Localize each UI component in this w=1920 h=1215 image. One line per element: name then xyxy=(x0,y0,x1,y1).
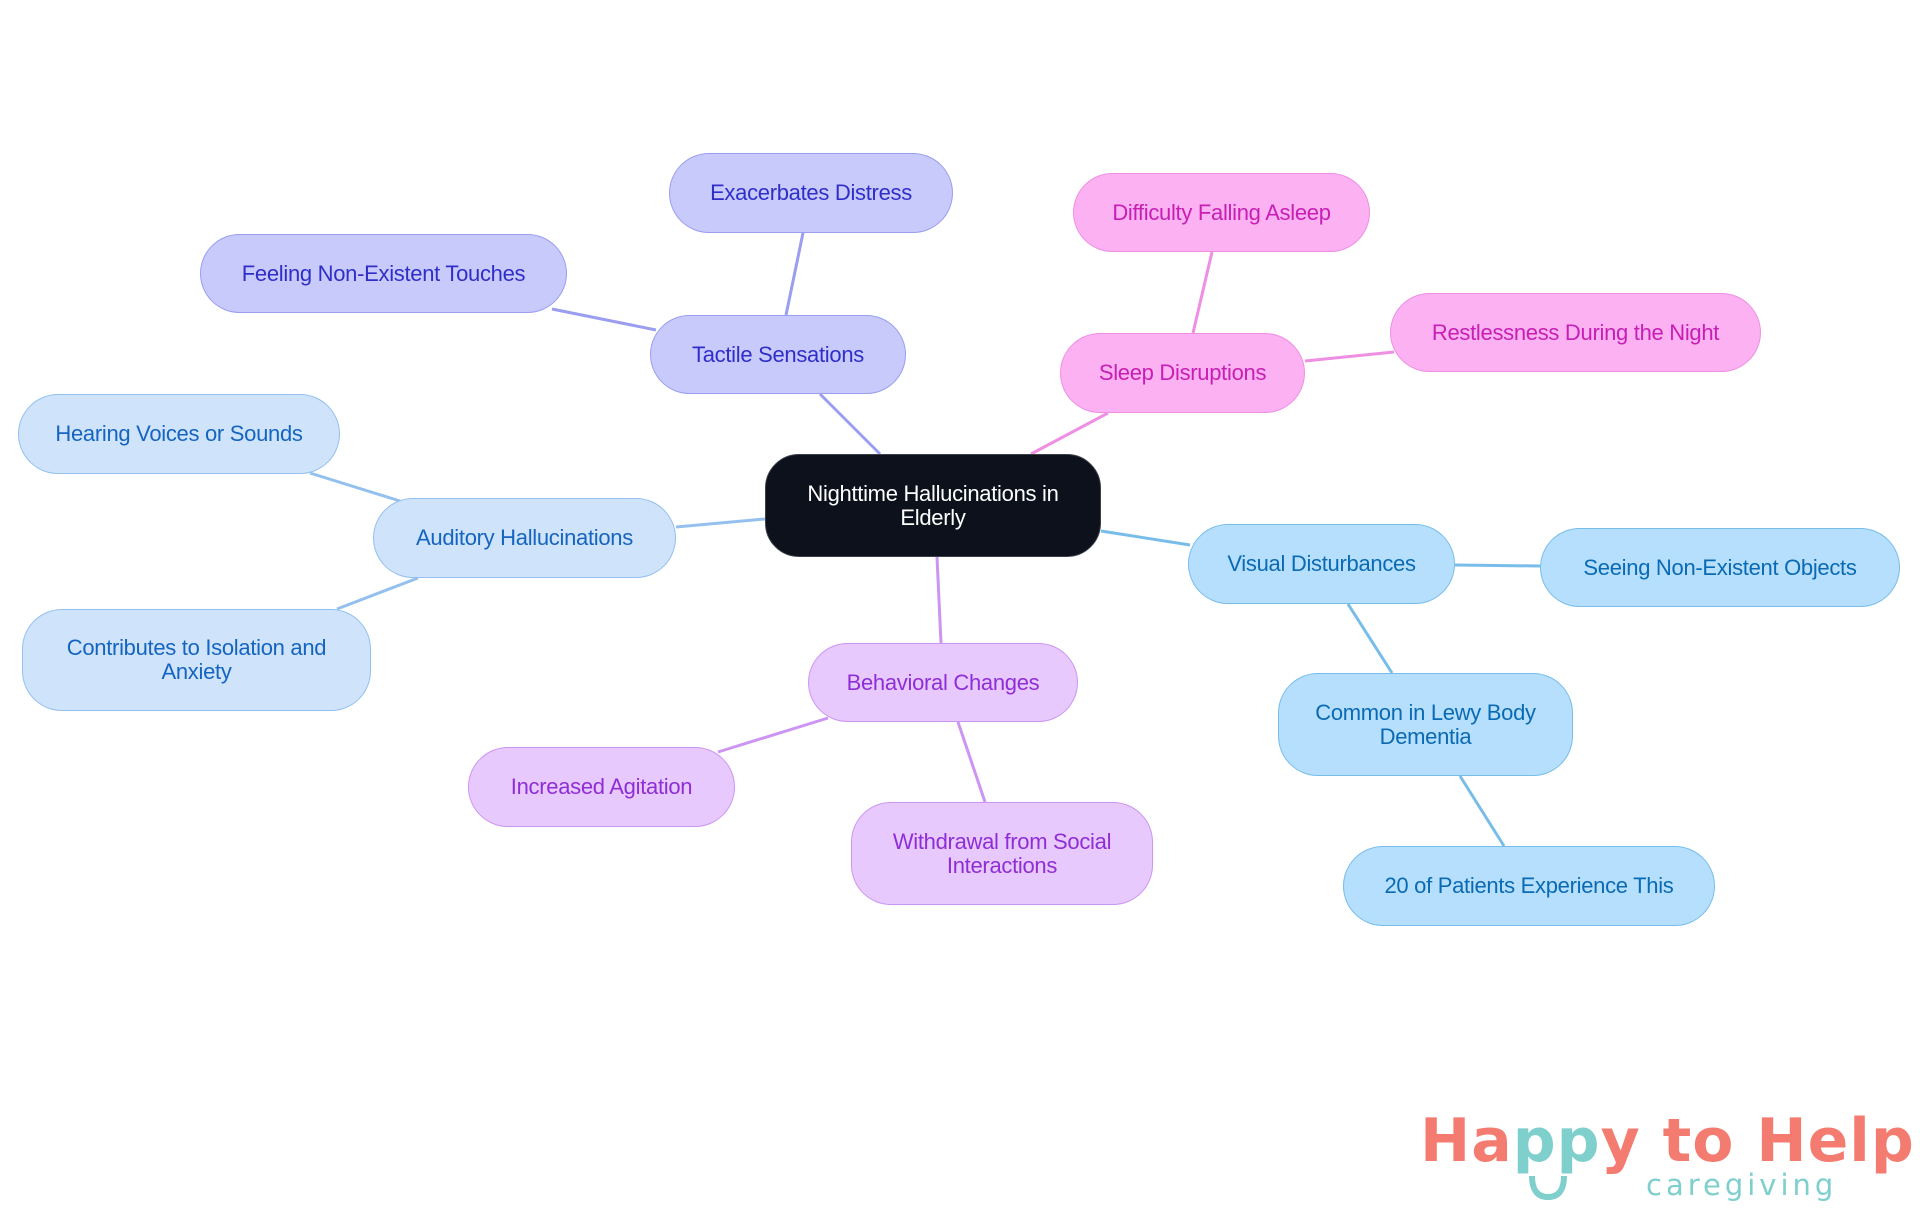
logo-tagline: caregiving xyxy=(1646,1168,1838,1202)
node-behavioral-changes[interactable]: Behavioral Changes xyxy=(808,643,1078,722)
logo-text-y-to-help: y to Help xyxy=(1600,1106,1915,1176)
node-label: Restlessness During the Night xyxy=(1431,319,1720,345)
edge-root-visual xyxy=(1100,529,1191,547)
edge-tactile-exacerbates xyxy=(784,232,805,316)
edge-sleep-difficulty xyxy=(1191,251,1214,334)
node-exacerbates-distress[interactable]: Exacerbates Distress xyxy=(669,153,953,233)
node-restlessness-during-night[interactable]: Restlessness During the Night xyxy=(1390,293,1761,372)
root-label-line2: Elderly xyxy=(900,504,966,530)
logo-text-pp: pp xyxy=(1512,1106,1601,1176)
edge-behavioral-agitation xyxy=(717,716,829,754)
edge-root-behavioral xyxy=(935,556,943,644)
root-node[interactable]: Nighttime Hallucinations in Elderly xyxy=(765,454,1101,557)
node-contributes-isolation-anxiety[interactable]: Contributes to Isolation and Anxiety xyxy=(22,609,371,711)
happy-to-help-logo: Happy to Help caregiving xyxy=(1420,1108,1914,1208)
edge-root-auditory xyxy=(675,517,766,529)
node-label: Exacerbates Distress xyxy=(710,180,912,205)
node-sleep-disruptions[interactable]: Sleep Disruptions xyxy=(1060,333,1305,413)
node-label-line2: Interactions xyxy=(946,852,1058,878)
node-label: Behavioral Changes xyxy=(846,669,1040,695)
node-label: Difficulty Falling Asleep xyxy=(1112,199,1331,225)
edge-root-tactile xyxy=(818,392,882,456)
node-label: Auditory Hallucinations xyxy=(416,525,633,550)
node-label: Visual Disturbances xyxy=(1227,551,1416,576)
node-label-line1: Common in Lewy Body xyxy=(1315,699,1536,725)
smile-icon xyxy=(1529,1175,1567,1200)
node-label: Sleep Disruptions xyxy=(1098,360,1267,385)
edge-auditory-hearing xyxy=(309,471,401,503)
node-hearing-voices[interactable]: Hearing Voices or Sounds xyxy=(18,394,340,474)
node-increased-agitation[interactable]: Increased Agitation xyxy=(468,747,735,827)
node-withdrawal-social[interactable]: Withdrawal from Social Interactions xyxy=(851,802,1153,905)
node-label: 20 of Patients Experience This xyxy=(1384,873,1674,898)
node-label-line1: Contributes to Isolation and xyxy=(66,635,327,660)
node-label: Hearing Voices or Sounds xyxy=(55,421,303,446)
node-twenty-percent-patients[interactable]: 20 of Patients Experience This xyxy=(1343,846,1715,926)
logo-wordmark: Happy to Help xyxy=(1420,1108,1915,1174)
node-label-line2: Anxiety xyxy=(161,659,232,684)
edge-common-twenty xyxy=(1458,775,1506,847)
logo-text-ha: Ha xyxy=(1420,1106,1513,1176)
edge-behavioral-withdrawal xyxy=(956,721,987,803)
edge-sleep-restlessness xyxy=(1304,350,1395,363)
node-label-line1: Withdrawal from Social xyxy=(892,828,1112,854)
node-seeing-non-existent-objects[interactable]: Seeing Non-Existent Objects xyxy=(1540,528,1900,607)
node-tactile-sensations[interactable]: Tactile Sensations xyxy=(650,315,906,394)
edge-root-sleep xyxy=(1030,411,1109,456)
node-label: Tactile Sensations xyxy=(692,341,864,367)
node-auditory-hallucinations[interactable]: Auditory Hallucinations xyxy=(373,498,676,578)
node-difficulty-falling-asleep[interactable]: Difficulty Falling Asleep xyxy=(1073,173,1370,252)
node-feeling-non-existent-touches[interactable]: Feeling Non-Existent Touches xyxy=(200,234,567,313)
node-common-lewy-body[interactable]: Common in Lewy Body Dementia xyxy=(1278,673,1573,776)
node-label-line2: Dementia xyxy=(1379,723,1472,749)
node-label: Feeling Non-Existent Touches xyxy=(241,260,526,286)
edge-auditory-contributes xyxy=(336,576,419,611)
edge-tactile-feeling xyxy=(551,307,657,332)
node-visual-disturbances[interactable]: Visual Disturbances xyxy=(1188,524,1455,604)
node-label: Increased Agitation xyxy=(510,774,693,799)
edge-visual-common xyxy=(1346,603,1394,674)
root-label-line1: Nighttime Hallucinations in xyxy=(807,480,1059,506)
node-label: Seeing Non-Existent Objects xyxy=(1583,554,1857,580)
edge-visual-seeing xyxy=(1454,563,1541,568)
